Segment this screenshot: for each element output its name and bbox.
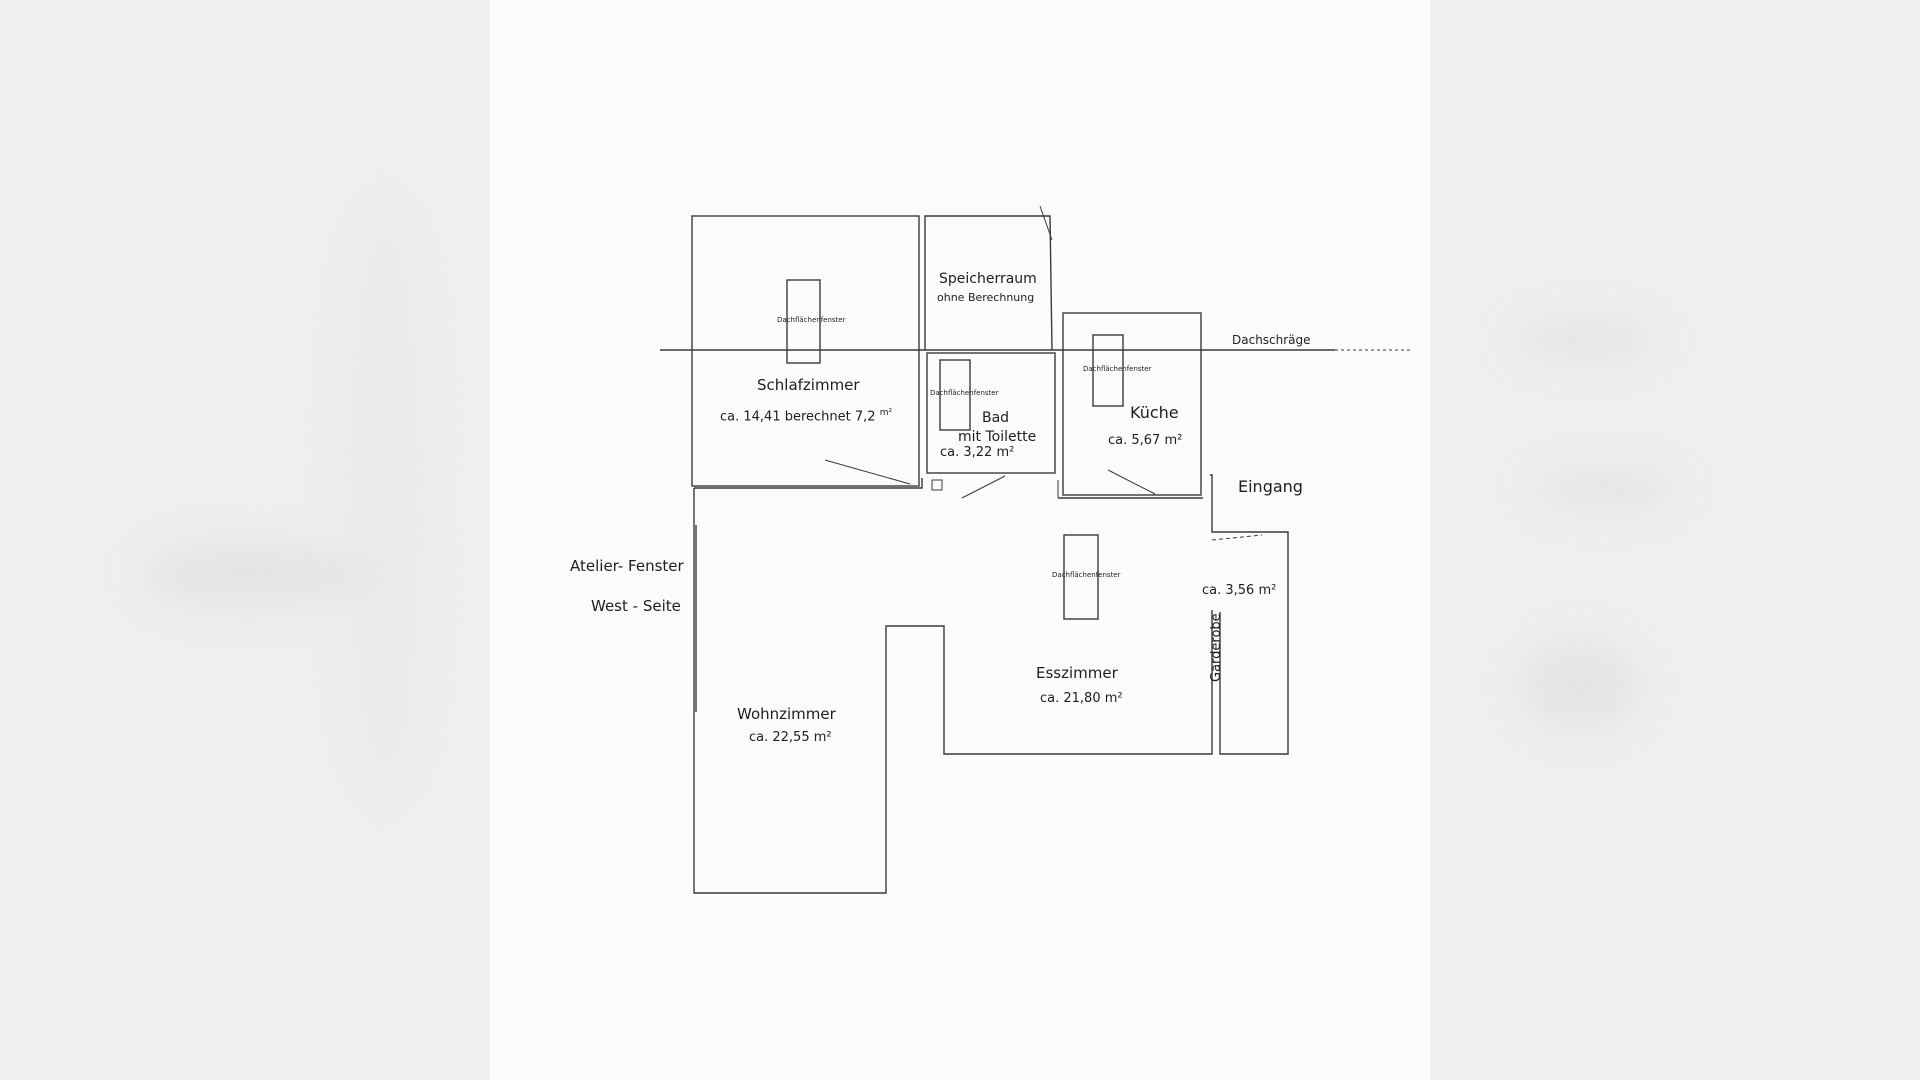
room-name-wohnzimmer: Wohnzimmer <box>737 705 836 723</box>
room-area-schlafzimmer-unit: m² <box>879 408 893 418</box>
room-name-bad: Bad <box>982 410 1010 426</box>
wall-bad <box>926 352 1056 474</box>
skylight-kueche <box>1092 334 1124 407</box>
skylight-label-bad: Dachflächenfenster <box>930 389 999 397</box>
wall-stub <box>931 479 943 491</box>
wall-speicherraum <box>924 215 1053 351</box>
room-area-garderobe: ca. 3,56 m² <box>1202 583 1277 598</box>
wall-living-dining <box>693 488 1213 894</box>
door-swing-schlafzimmer <box>824 459 911 485</box>
room-area-kueche: ca. 5,67 m² <box>1108 433 1183 448</box>
blurred-backdrop-left <box>0 0 490 1080</box>
skylight-bad <box>939 359 971 431</box>
room-name-esszimmer: Esszimmer <box>1036 664 1118 682</box>
blurred-backdrop-right <box>1430 0 1920 1080</box>
room-name-speicherraum: Speicherraum <box>939 271 1037 287</box>
floor-plan-sheet <box>490 0 1430 1080</box>
skylight-esszimmer <box>1063 534 1099 620</box>
room-area-esszimmer: ca. 21,80 m² <box>1040 691 1123 706</box>
west-side-label: West - Seite <box>591 597 681 615</box>
wall-kueche <box>1062 312 1202 496</box>
entrance-label: Eingang <box>1238 477 1303 496</box>
skylight-schlafzimmer <box>786 279 821 364</box>
wall-schlafzimmer <box>691 215 920 487</box>
wall-speicherraum-edge <box>1039 205 1053 241</box>
wall-corridor-top <box>694 478 923 489</box>
blur-blob <box>340 200 430 800</box>
skylight-label-schlafzimmer: Dachflächenfenster <box>777 316 846 324</box>
room-name-kueche: Küche <box>1130 403 1179 422</box>
west-window-label: Atelier- Fenster <box>570 557 684 575</box>
room-area-bad: ca. 3,22 m² <box>940 445 1015 460</box>
door-swing-eingang <box>1211 534 1263 541</box>
blur-blob <box>1530 470 1680 510</box>
door-swing-bad <box>961 475 1006 499</box>
room-area-schlafzimmer-value: ca. 14,41 berechnet 7,2 <box>720 409 876 425</box>
roof-slope-label: Dachschräge <box>1232 333 1311 347</box>
room-name-schlafzimmer: Schlafzimmer <box>757 376 860 394</box>
room-area-wohnzimmer: ca. 22,55 m² <box>749 730 832 745</box>
room-note-speicherraum: ohne Berechnung <box>937 291 1035 304</box>
wall-garderobe <box>1210 474 1289 755</box>
blur-blob <box>1510 320 1660 360</box>
blur-blob <box>1520 640 1640 730</box>
room-name-garderobe: Garderobe <box>1209 613 1224 682</box>
room-area-schlafzimmer: ca. 14,41 berechnet 7,2 m² <box>720 408 893 425</box>
door-swing-kueche <box>1107 469 1156 495</box>
blur-blob <box>140 540 360 610</box>
room-name-bad-line2: mit Toilette <box>958 429 1037 445</box>
skylight-label-kueche: Dachflächenfenster <box>1083 365 1152 373</box>
skylight-label-esszimmer: Dachflächenfenster <box>1052 571 1121 579</box>
